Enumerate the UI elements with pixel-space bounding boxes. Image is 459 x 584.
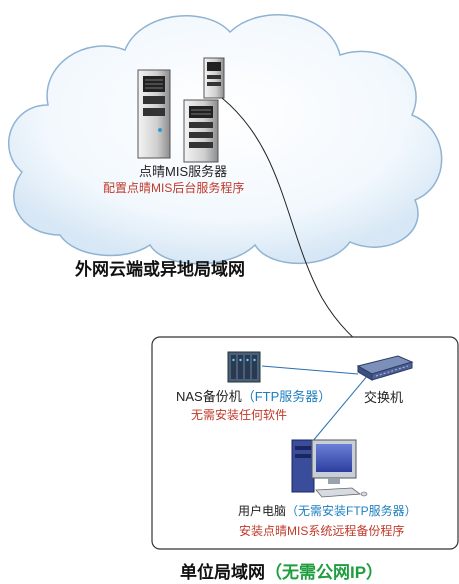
pc-label: 用户电脑 [238, 504, 287, 518]
pc-icon [291, 439, 368, 498]
lan-title-note: （无需公网IP） [265, 563, 384, 582]
pc-caption: 用户电脑（无需安装FTP服务器） [238, 502, 417, 519]
pc-link [311, 374, 369, 443]
nas-note: 无需安装任何软件 [191, 408, 288, 422]
pc-role: （无需安装FTP服务器） [286, 504, 417, 518]
nas-link [261, 365, 359, 375]
cloud-shape [7, 13, 443, 265]
switch-icon [356, 355, 414, 381]
nas-icon [227, 351, 261, 383]
lan-title-text: 单位局域网 [180, 563, 265, 582]
nas-label: NAS备份机 [176, 389, 242, 404]
cloud-title: 外网云端或异地局域网 [75, 260, 245, 279]
nas-caption: NAS备份机（FTP服务器） [176, 386, 331, 405]
server-label: 点晴MIS服务器 [139, 164, 228, 179]
server-note: 配置点晴MIS后台服务程序 [103, 181, 245, 195]
switch-label: 交换机 [364, 390, 404, 405]
lan-title: 单位局域网（无需公网IP） [180, 558, 383, 583]
pc-note: 安装点晴MIS系统远程备份程序 [239, 524, 405, 538]
nas-role: （FTP服务器） [241, 389, 332, 404]
server-icon [137, 57, 225, 163]
